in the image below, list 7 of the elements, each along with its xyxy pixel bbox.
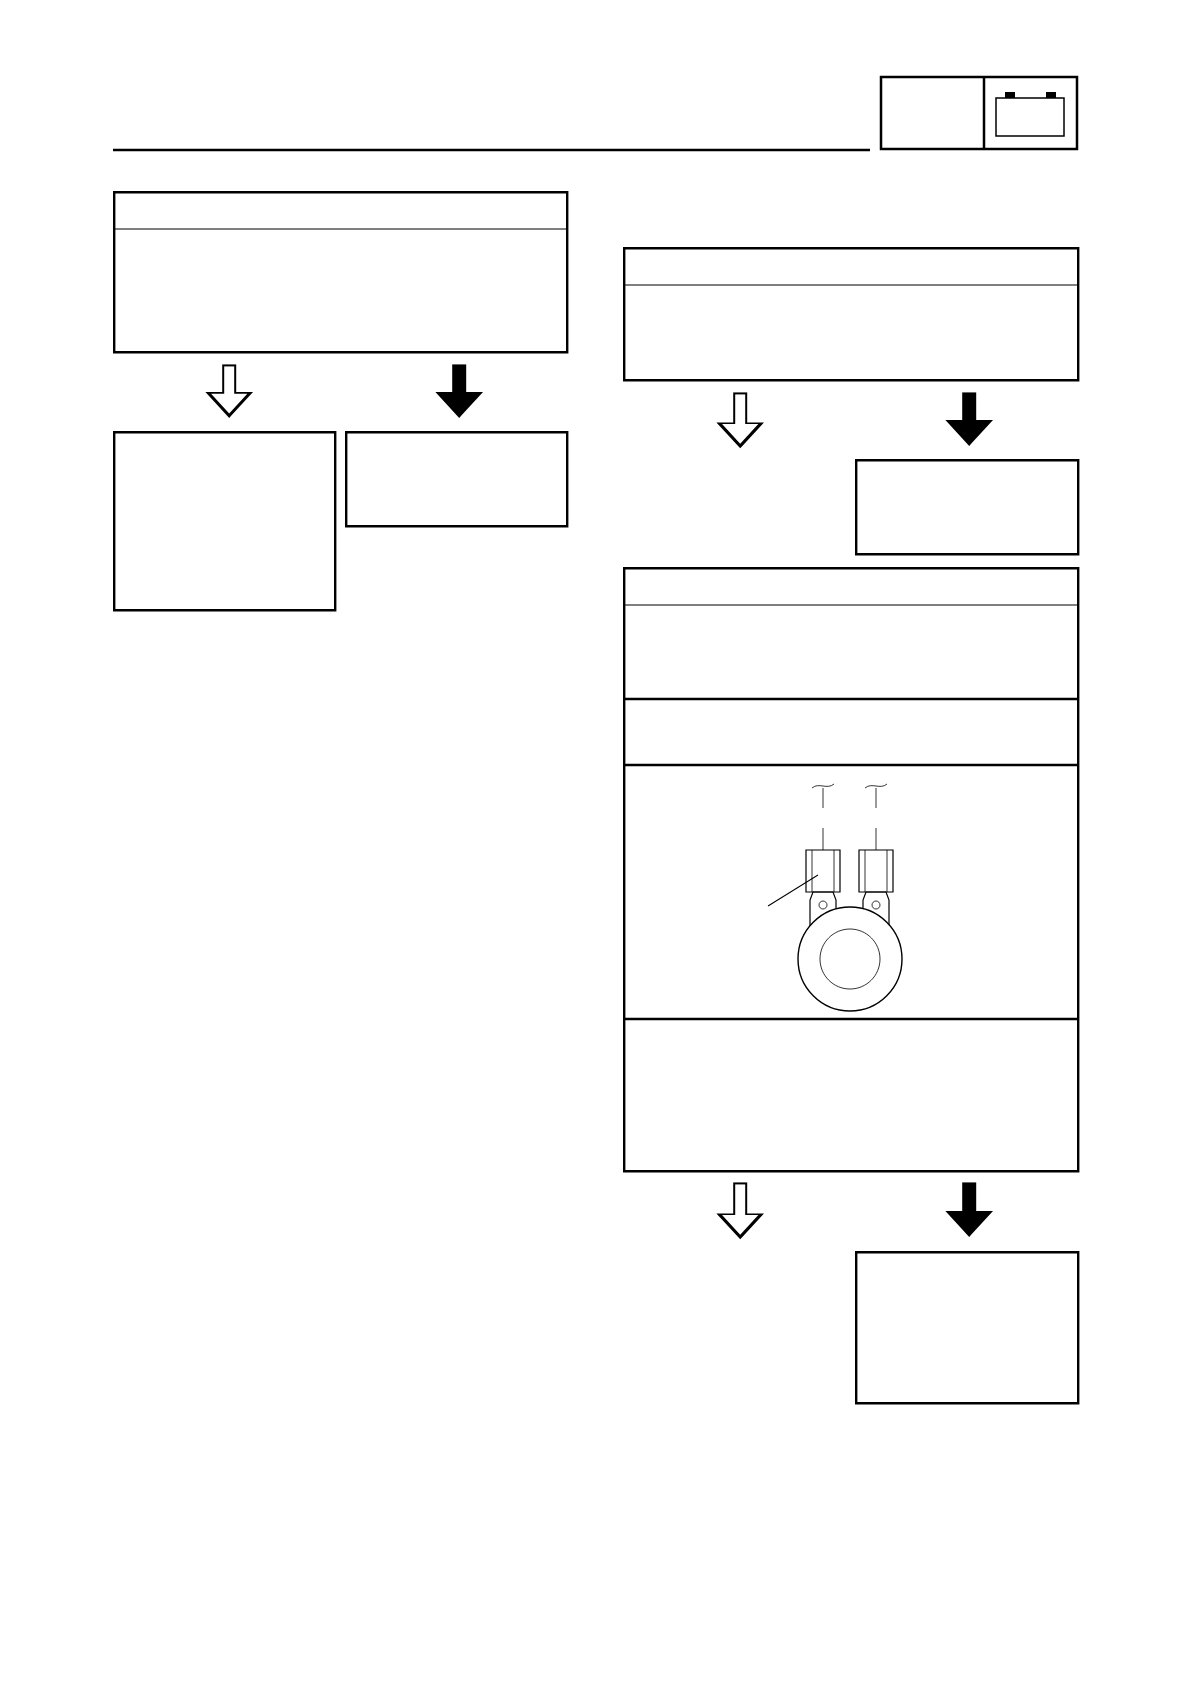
flow-box — [622, 567, 1080, 1173]
flow-box — [855, 459, 1080, 556]
flow-box — [855, 1251, 1080, 1405]
flow-box — [113, 431, 337, 612]
flow-box — [345, 431, 569, 528]
flow-box — [112, 191, 569, 354]
flow-box — [622, 247, 1080, 382]
